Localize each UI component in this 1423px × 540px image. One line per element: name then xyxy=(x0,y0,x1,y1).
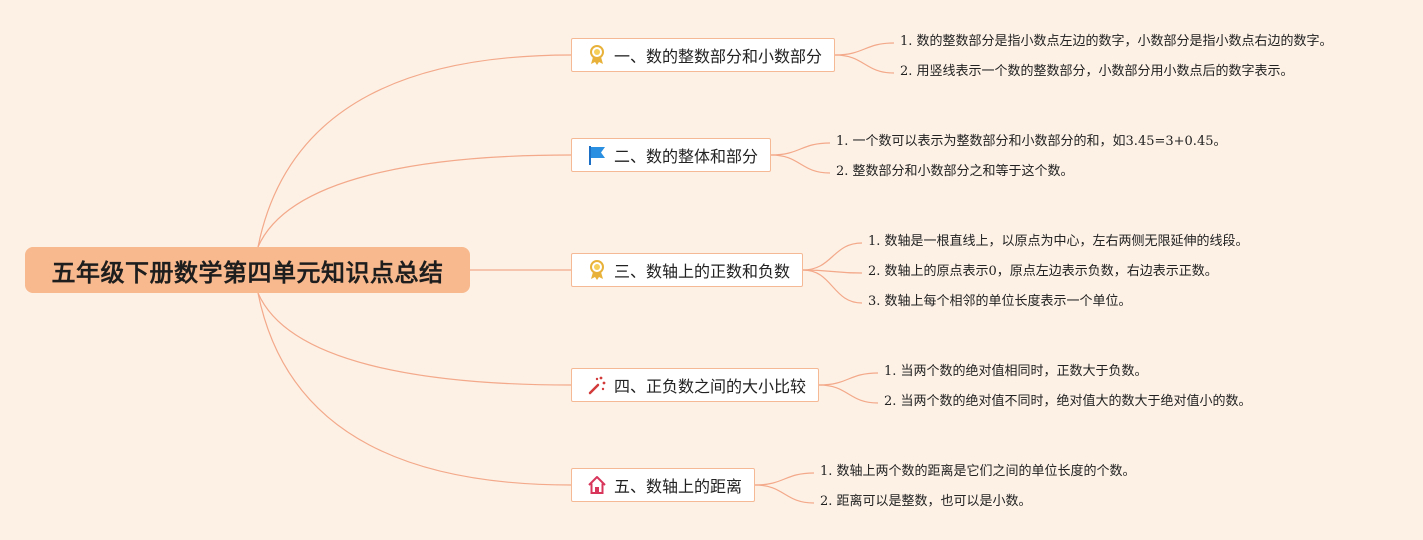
branch-connector xyxy=(755,484,815,504)
topic-2[interactable]: 二、数的整体和部分 xyxy=(571,138,772,172)
subtopic-4-1[interactable]: 1. 当两个数的绝对值相同时，正数大于负数。 xyxy=(884,364,1148,379)
topic-label: 五、数轴上的距离 xyxy=(614,477,743,496)
topic-label: 二、数的整体和部分 xyxy=(614,147,759,166)
subtopic-3-1[interactable]: 1. 数轴是一根直线上，以原点为中心，左右两侧无限延伸的线段。 xyxy=(868,234,1249,249)
subtopic-5-2[interactable]: 2. 距离可以是整数，也可以是小数。 xyxy=(820,494,1032,509)
subtopic-4-2[interactable]: 2. 当两个数的绝对值不同时，绝对值大的数大于绝对值小的数。 xyxy=(884,394,1252,409)
topic-4[interactable]: 四、正负数之间的大小比较 xyxy=(571,368,820,402)
branch-connector xyxy=(755,472,815,486)
root-connector xyxy=(257,54,572,248)
branch-connector xyxy=(803,242,863,271)
topic-3[interactable]: 三、数轴上的正数和负数 xyxy=(571,253,804,287)
blue-flag-icon xyxy=(586,144,608,166)
topic-1[interactable]: 一、数的整数部分和小数部分 xyxy=(571,38,836,72)
topic-5[interactable]: 五、数轴上的距离 xyxy=(571,468,756,502)
branch-connector xyxy=(771,154,831,174)
topic-label: 三、数轴上的正数和负数 xyxy=(614,262,791,281)
subtopic-3-3[interactable]: 3. 数轴上每个相邻的单位长度表示一个单位。 xyxy=(868,294,1132,309)
subtopic-2-2[interactable]: 2. 整数部分和小数部分之和等于这个数。 xyxy=(836,164,1074,179)
root-connector xyxy=(257,292,572,386)
branch-connector xyxy=(835,42,895,56)
home-icon xyxy=(586,474,608,496)
subtopic-3-2[interactable]: 2. 数轴上的原点表示0，原点左边表示负数，右边表示正数。 xyxy=(868,264,1218,279)
branch-connector xyxy=(803,269,863,304)
subtopic-2-1[interactable]: 1. 一个数可以表示为整数部分和小数部分的和，如3.45=3+0.45。 xyxy=(836,134,1227,149)
award-ribbon-icon xyxy=(586,44,608,66)
branch-connector xyxy=(819,372,879,386)
topic-label: 四、正负数之间的大小比较 xyxy=(614,377,807,396)
branch-connector xyxy=(771,142,831,156)
topic-label: 一、数的整数部分和小数部分 xyxy=(614,47,823,66)
branch-connector xyxy=(835,54,895,74)
subtopic-1-1[interactable]: 1. 数的整数部分是指小数点左边的数字，小数部分是指小数点右边的数字。 xyxy=(900,34,1333,49)
magic-wand-icon xyxy=(586,374,608,396)
root-connector xyxy=(257,154,572,248)
award-ribbon-icon xyxy=(586,259,608,281)
subtopic-1-2[interactable]: 2. 用竖线表示一个数的整数部分，小数部分用小数点后的数字表示。 xyxy=(900,64,1294,79)
branch-connector xyxy=(819,384,879,404)
root-connector xyxy=(257,292,572,486)
root-topic[interactable]: 五年级下册数学第四单元知识点总结 xyxy=(25,247,470,293)
subtopic-5-1[interactable]: 1. 数轴上两个数的距离是它们之间的单位长度的个数。 xyxy=(820,464,1136,479)
